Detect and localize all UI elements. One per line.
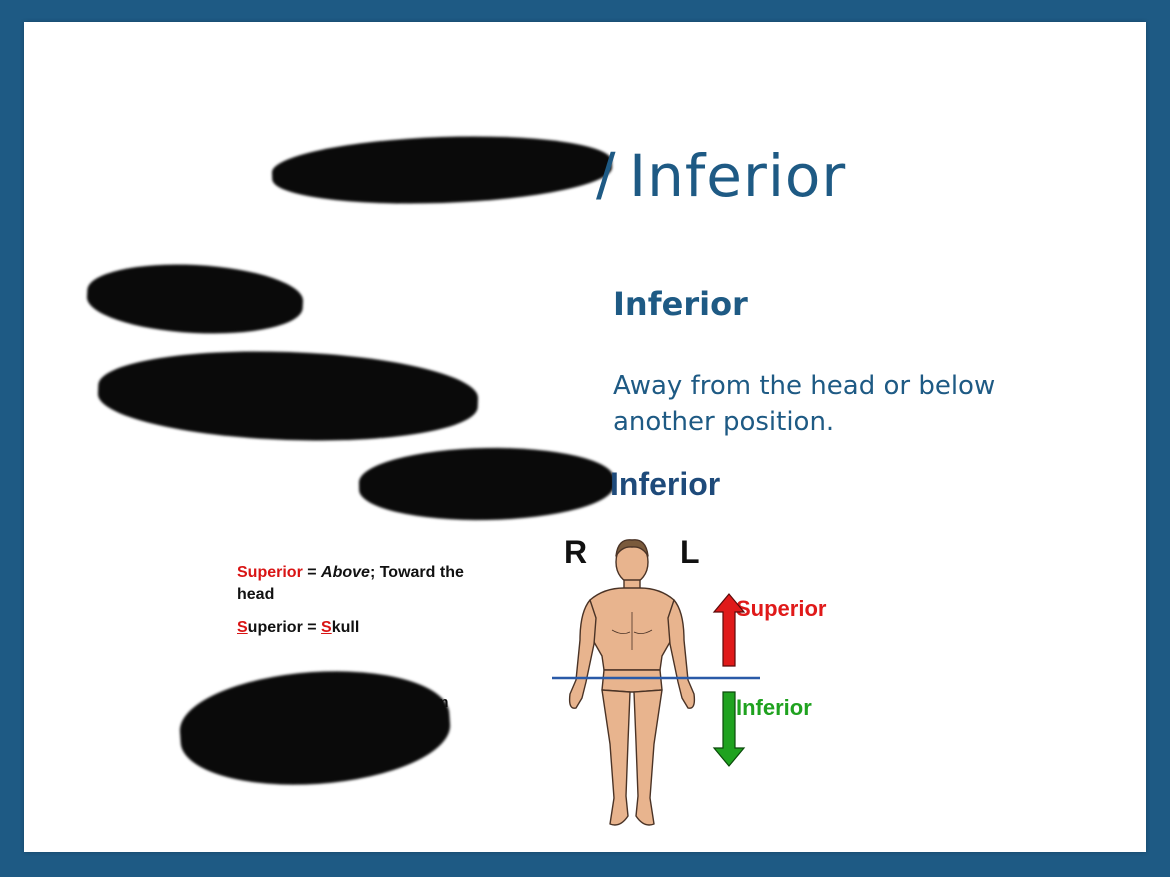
redaction-mark-left-definition (96, 345, 480, 447)
mnemonic-s1: S (237, 619, 248, 636)
label-right: R (564, 534, 588, 570)
inferior-definition: Away from the head or below another posi… (613, 371, 996, 437)
mnemonic-superior-rest: uperior = (247, 619, 322, 636)
mnemonic-skull-rest: kull (331, 619, 360, 636)
human-body-figure (568, 539, 696, 826)
slide-title: Inferior (629, 142, 847, 210)
redaction-mark-title (270, 131, 614, 209)
mnemonic-s2: S (321, 619, 332, 636)
inferior-label: Inferior (736, 695, 812, 720)
anatomical-figure-diagram (552, 539, 760, 826)
above-word: Above (321, 564, 370, 581)
inferior-arrow-icon (712, 691, 746, 767)
superior-mnemonic: Superior = Skull (237, 619, 359, 637)
title-separator: / (596, 140, 616, 208)
redaction-mark-figure-title (358, 445, 615, 523)
superior-definition: Superior = Above; Toward the head (237, 562, 477, 606)
redaction-mark-source (176, 662, 454, 794)
label-left: L (680, 534, 700, 570)
slide: / Inferior Inferior Away from the head o… (24, 22, 1146, 852)
figure-title: Inferior (610, 466, 721, 502)
toward-text: ; Toward the head (237, 564, 464, 603)
superior-arrow-icon (712, 593, 746, 667)
superior-word: Superior (237, 564, 303, 581)
superior-label: Superior (736, 596, 827, 621)
redaction-mark-left-heading (85, 259, 305, 339)
inferior-heading: Inferior (613, 285, 748, 323)
equals-sign: = (302, 564, 322, 581)
